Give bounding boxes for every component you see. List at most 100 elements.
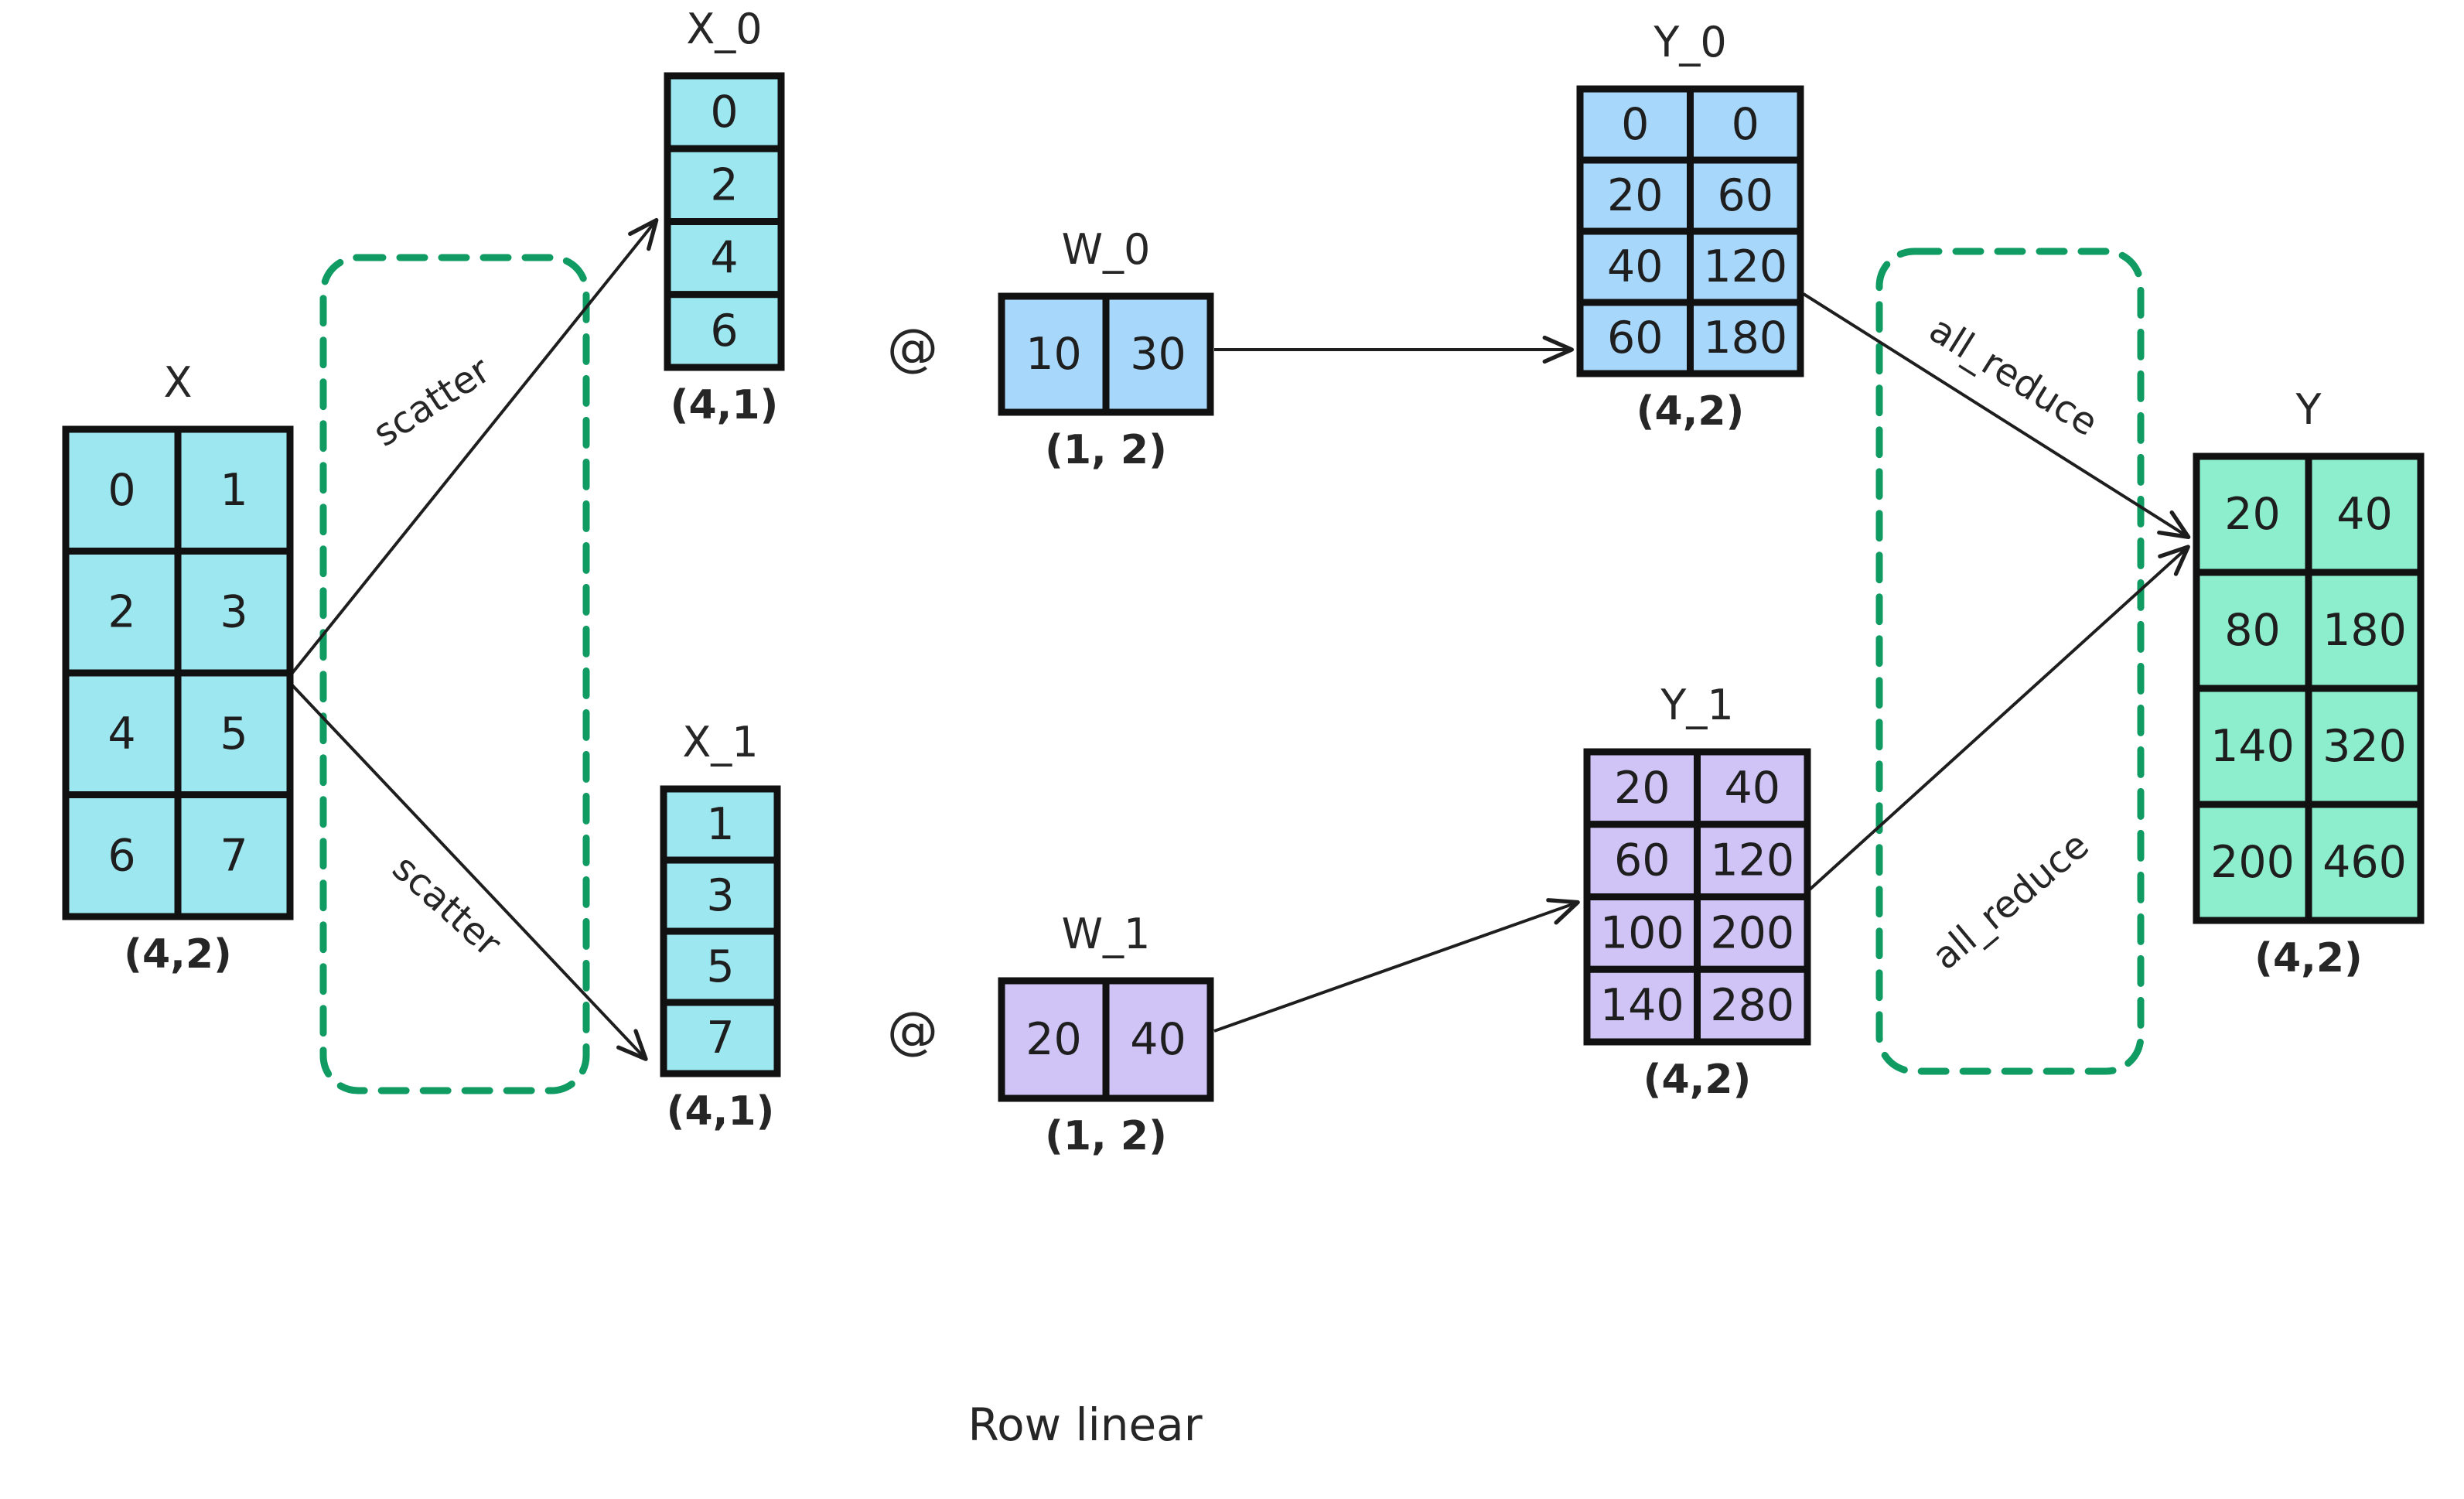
matrix-Y_0-cell-3-1 [1687,299,1804,377]
matrix-Y_0-label: Y_0 [1653,18,1726,67]
scatter-group-box [319,254,590,1094]
matrix-X_0-value-2-0: 4 [710,233,738,284]
matrix-Y_0-shape-caption: (4,2) [1636,388,1745,435]
matrix-Y_0-value-0-0: 0 [1621,99,1649,150]
matrix-Y-cell-1-1 [2305,569,2425,692]
matrix-Y_0-value-0-1: 0 [1732,99,1759,150]
matrix-W_1-label: W_1 [1062,910,1151,958]
matrix-X_1-cell-3-0 [660,999,781,1077]
matrix-Y-value-1-0: 80 [2224,605,2281,656]
arrow-y0-to-y [1802,292,2191,539]
arrow-x-to-x1 [291,684,648,1061]
matrix-Y_1-label: Y_1 [1660,681,1733,729]
matrix-Y_0-value-2-0: 40 [1607,241,1664,292]
matrix-X_1-cell-2-0 [660,927,781,1006]
matrix-X-shape-caption: (4,2) [124,931,232,978]
matrix-X_0-value-3-0: 6 [710,306,738,357]
matrix-Y_1-value-3-0: 140 [1600,980,1684,1031]
matrix-X-value-1-1: 3 [220,586,247,637]
matrix-X_0-cell-1-0 [664,145,785,225]
matrix-X_1-value-1-0: 3 [706,870,734,921]
matrix-X-cell-2-0 [62,669,182,798]
matrix-X_0-label: X_0 [686,5,762,53]
matrix-W_0-value-0-1: 30 [1130,329,1186,380]
matrix-W_0-value-0-0: 10 [1026,329,1082,380]
matrix-Y_0-value-1-1: 60 [1717,170,1773,221]
matrix-X_0-value-0-0: 0 [710,87,738,138]
matrix-Y-value-2-0: 140 [2210,721,2295,772]
matrix-Y_1-shape-caption: (4,2) [1643,1057,1752,1103]
matrix-Y-cell-3-1 [2305,801,2425,924]
matrix-Y_1-cell-3-0 [1583,965,1701,1046]
matrix-Y_0-cell-1-0 [1576,156,1694,235]
matrix-W_1-cell-0-1 [1102,977,1214,1102]
matrix-W_0-cell-0-1 [1102,292,1214,416]
matrix-X-value-1-0: 2 [108,586,135,637]
matrix-X-value-2-0: 4 [108,709,135,760]
matrix-X_1-value-3-0: 7 [706,1012,734,1064]
matrix-W_1: 20 40 W_1 (1, 2) [998,910,1214,1159]
matrix-X-cell-0-1 [174,425,294,555]
matrix-X_1-label: X_1 [682,718,758,767]
matrix-W_1-shape-caption: (1, 2) [1045,1113,1167,1159]
matrix-X-cell-2-1 [174,669,294,798]
all-reduce-group-box [1875,248,2145,1075]
matrix-Y-label: Y [2295,385,2322,434]
matrix-Y-value-0-0: 20 [2224,489,2281,540]
matrix-Y-value-0-1: 40 [2336,489,2393,540]
matrix-Y_0-value-1-0: 20 [1607,170,1664,221]
matrix-X_0-shape-caption: (4,1) [671,382,779,429]
matrix-Y-value-3-0: 200 [2210,837,2295,888]
matrix-Y_1-value-3-1: 280 [1710,980,1794,1031]
matrix-Y-cell-0-1 [2305,452,2425,576]
matrix-W_0-cell-0-0 [998,292,1110,416]
matrix-X-cell-3-1 [174,791,294,920]
all-reduce-label-top: all_reduce [1922,308,2106,445]
arrow-x-to-x0 [291,217,659,674]
matrix-X-value-0-1: 1 [220,465,247,516]
arrow-y1-to-y [1808,545,2190,891]
matrix-Y_1-value-0-1: 40 [1724,763,1780,814]
matrix-Y_1-value-2-0: 100 [1600,907,1684,958]
matrix-X_1-value-0-0: 1 [706,799,734,850]
matrix-Y_0-value-2-1: 120 [1703,241,1787,292]
matrix-Y_0-value-3-1: 180 [1703,312,1787,364]
matrix-Y-shape-caption: (4,2) [2254,935,2363,982]
matrix-X_0-cell-3-0 [664,291,785,371]
matrix-Y-cell-2-1 [2305,685,2425,808]
arrow-w1-to-y1 [1213,898,1580,1033]
diagram-title: Row linear [968,1398,1203,1451]
matrix-X_0: 0 2 4 6 X_0 (4,1) [664,5,785,429]
matrix-Y_1-cell-0-1 [1694,748,1811,828]
matrix-X-value-3-1: 7 [220,830,247,881]
matrix-X_1-value-2-0: 5 [706,941,734,992]
matrix-Y_1-value-2-1: 200 [1710,907,1794,958]
matrix-Y_1-cell-1-1 [1694,821,1811,900]
matrix-X_1-cell-1-0 [660,856,781,935]
scatter-label-bottom: scatter [384,846,510,965]
matmul-at-top: @ [887,318,938,377]
matrix-Y_0-cell-3-0 [1576,299,1694,377]
matrix-W_0-label: W_0 [1062,225,1151,274]
matrix-W_1-value-0-1: 40 [1130,1014,1186,1065]
matrix-Y_0-value-3-0: 60 [1607,312,1664,364]
matrix-Y_0-cell-1-1 [1687,156,1804,235]
matrix-W_0: 10 30 W_0 (1, 2) [998,225,1214,473]
matrix-X_1-cell-0-0 [660,785,781,864]
matrix-Y-value-2-1: 320 [2322,721,2407,772]
matrix-W_1-value-0-0: 20 [1026,1014,1082,1065]
matrix-X-value-3-0: 6 [108,830,135,881]
matrix-X-label: X [164,358,193,407]
matrix-X_0-value-1-0: 2 [710,159,738,210]
matrix-Y_0: 0 0 20 60 40 120 60 180 Y_0 (4,2) [1576,18,1804,435]
matrix-W_0-shape-caption: (1, 2) [1045,427,1167,473]
matmul-at-bottom: @ [887,1001,938,1060]
matrix-Y_1-value-1-1: 120 [1710,835,1794,886]
matrix-Y_1-value-1-0: 60 [1614,835,1671,886]
matrix-Y_1-cell-3-1 [1694,965,1811,1046]
